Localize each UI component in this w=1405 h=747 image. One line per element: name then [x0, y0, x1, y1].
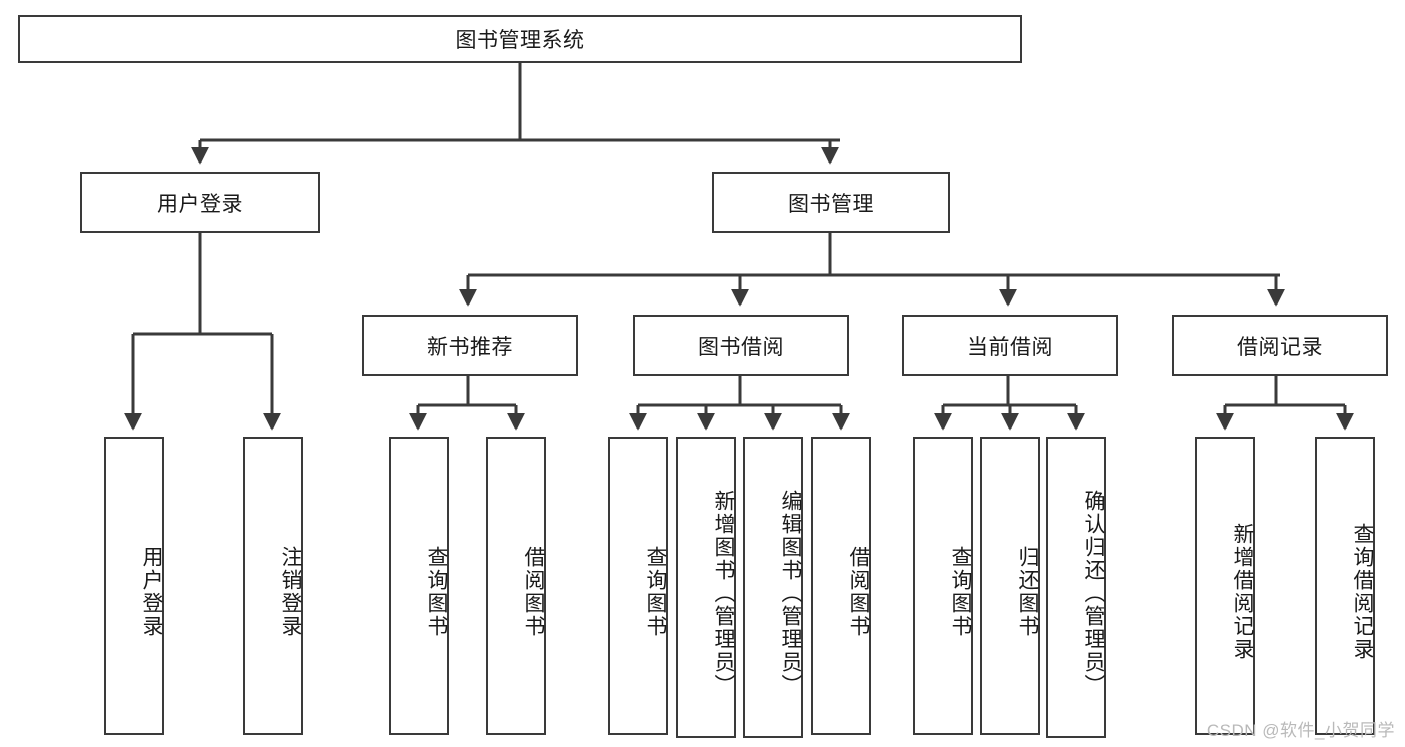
- node-label: 图书借阅: [698, 335, 784, 359]
- node-leaf-query-book-recommend[interactable]: 查询图书: [389, 437, 449, 735]
- node-label: 借阅图书: [522, 546, 545, 638]
- node-label: 查询图书: [425, 546, 448, 638]
- node-book-management[interactable]: 图书管理: [712, 172, 950, 233]
- node-leaf-confirm-return-admin[interactable]: 确认归还（管理员）: [1046, 437, 1106, 738]
- node-label: 查询借阅记录: [1351, 523, 1374, 661]
- node-leaf-borrow-book-recommend[interactable]: 借阅图书: [486, 437, 546, 735]
- node-leaf-add-book-admin[interactable]: 新增图书（管理员）: [676, 437, 736, 738]
- node-user-login[interactable]: 用户登录: [80, 172, 320, 233]
- node-leaf-query-borrow-record[interactable]: 查询借阅记录: [1315, 437, 1375, 735]
- node-label: 归还图书: [1016, 546, 1039, 638]
- node-label: 借阅记录: [1237, 335, 1323, 359]
- node-leaf-add-borrow-record[interactable]: 新增借阅记录: [1195, 437, 1255, 735]
- node-label: 新增图书（管理员）: [712, 490, 735, 697]
- node-label: 图书管理系统: [455, 29, 585, 52]
- node-label: 图书管理: [788, 192, 874, 216]
- node-label: 新增借阅记录: [1231, 523, 1254, 661]
- node-label: 确认归还（管理员）: [1082, 490, 1105, 697]
- node-leaf-edit-book-admin[interactable]: 编辑图书（管理员）: [743, 437, 803, 738]
- node-leaf-user-login[interactable]: 用户登录: [104, 437, 164, 735]
- node-leaf-return-book[interactable]: 归还图书: [980, 437, 1040, 735]
- node-label: 新书推荐: [427, 335, 513, 359]
- node-root-book-management-system[interactable]: 图书管理系统: [18, 15, 1022, 63]
- node-label: 当前借阅: [967, 335, 1053, 359]
- watermark-text: CSDN @软件_小贺同学: [1206, 721, 1395, 740]
- node-label: 查询图书: [644, 546, 667, 638]
- node-label: 借阅图书: [847, 546, 870, 638]
- node-book-borrow[interactable]: 图书借阅: [633, 315, 849, 376]
- node-leaf-borrow-book[interactable]: 借阅图书: [811, 437, 871, 735]
- node-current-borrow[interactable]: 当前借阅: [902, 315, 1118, 376]
- node-label: 用户登录: [157, 192, 243, 216]
- node-label: 编辑图书（管理员）: [779, 490, 802, 697]
- node-leaf-query-book-borrow[interactable]: 查询图书: [608, 437, 668, 735]
- node-new-book-recommend[interactable]: 新书推荐: [362, 315, 578, 376]
- node-label: 查询图书: [949, 546, 972, 638]
- node-leaf-logout[interactable]: 注销登录: [243, 437, 303, 735]
- node-leaf-query-book-current[interactable]: 查询图书: [913, 437, 973, 735]
- node-label: 用户登录: [140, 546, 163, 638]
- node-label: 注销登录: [279, 546, 302, 638]
- node-borrow-record[interactable]: 借阅记录: [1172, 315, 1388, 376]
